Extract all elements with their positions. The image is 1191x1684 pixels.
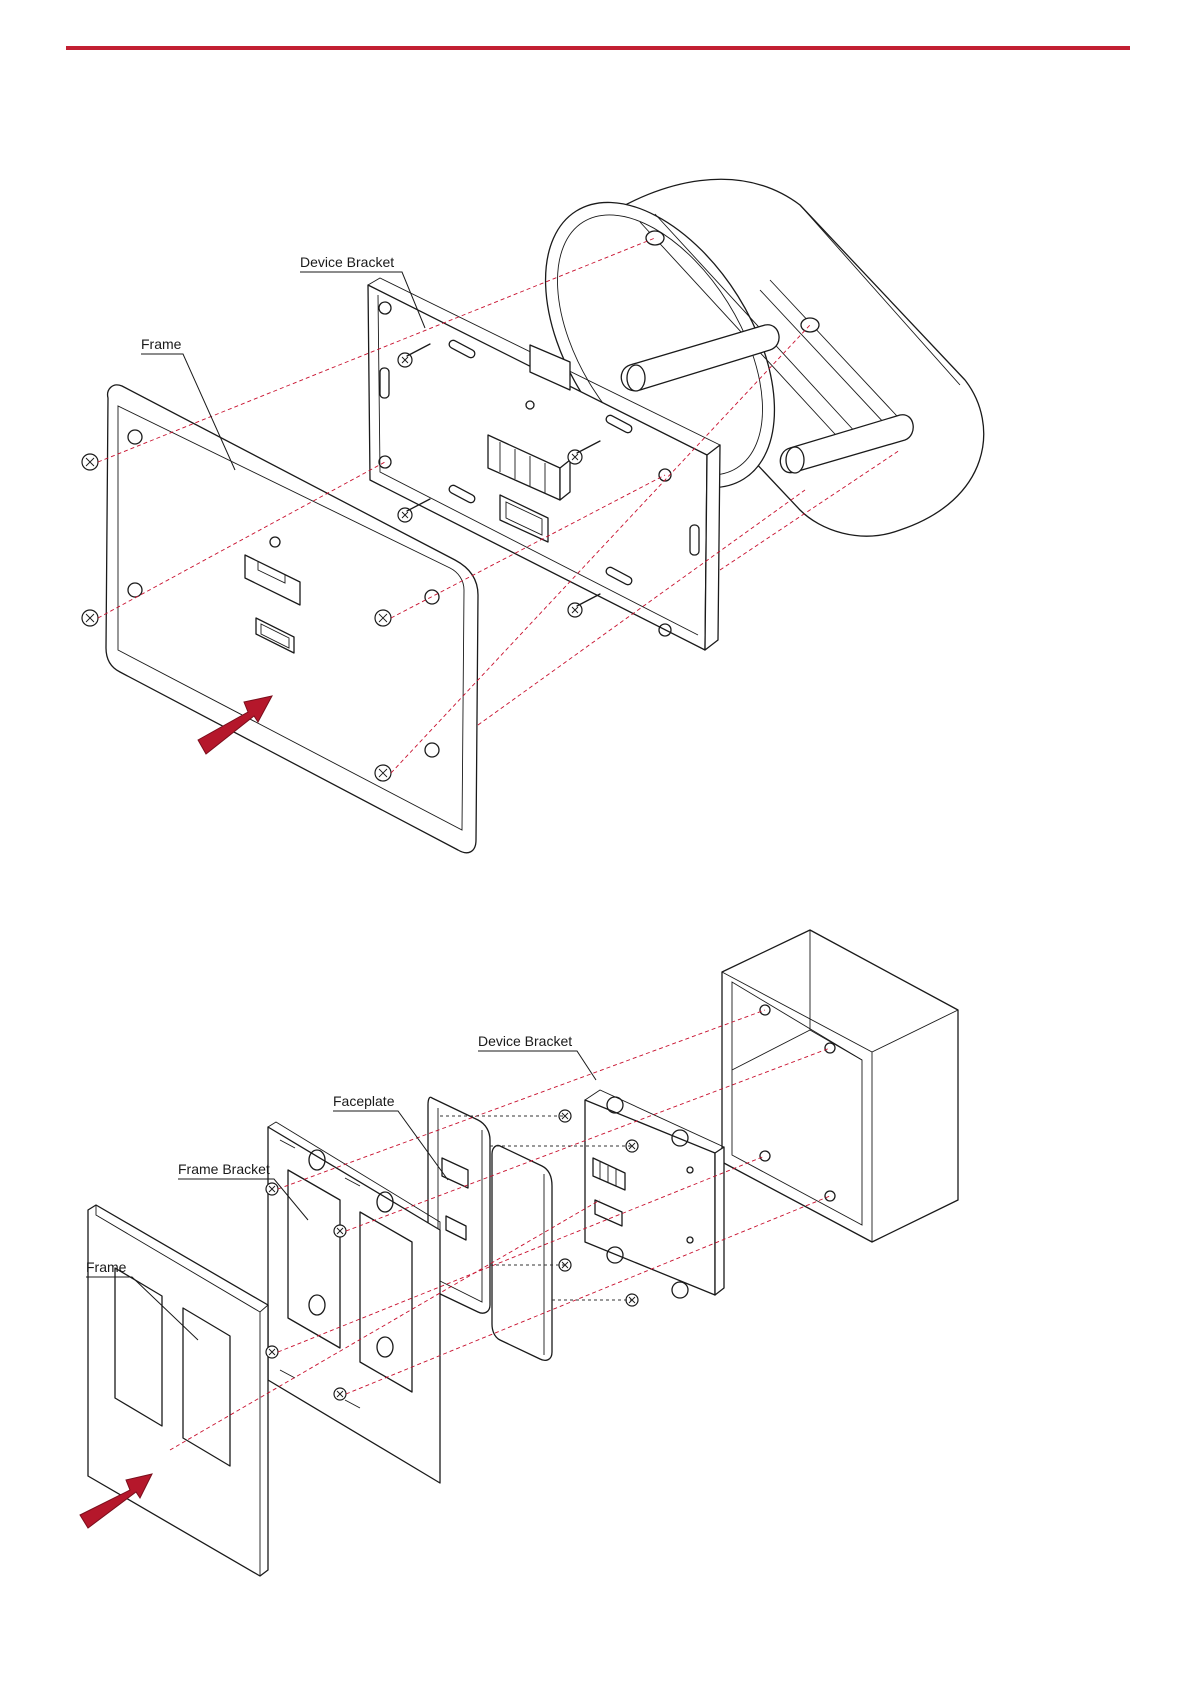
device-bracket-small	[585, 1090, 724, 1298]
header-rule	[66, 46, 1130, 50]
screw	[266, 1183, 278, 1195]
label-device-bracket-text: Device Bracket	[300, 254, 394, 270]
screw	[568, 594, 600, 617]
screw	[266, 1346, 278, 1358]
screw	[82, 454, 98, 470]
screw	[334, 1388, 346, 1400]
label-frame-text: Frame	[141, 336, 182, 352]
screw	[82, 610, 98, 626]
screw	[334, 1225, 346, 1237]
faceplate	[428, 1097, 552, 1360]
label-faceplate-text: Faceplate	[333, 1093, 395, 1109]
label-device-bracket: Device Bracket	[478, 1033, 596, 1080]
screw	[375, 765, 391, 781]
screw	[375, 610, 391, 626]
label-frame-bracket-text: Frame Bracket	[178, 1161, 270, 1177]
label-frame-text: Frame	[86, 1259, 127, 1275]
square-wall-box	[722, 930, 958, 1242]
screw	[626, 1140, 638, 1152]
label-device-bracket-text: Device Bracket	[478, 1033, 572, 1049]
frame-bracket	[268, 1122, 440, 1483]
mounting-diagram-round-box: Device Bracket Frame	[0, 150, 1191, 870]
mounting-diagram-square-box: Device Bracket Faceplate Frame Bracket F…	[0, 900, 1191, 1620]
